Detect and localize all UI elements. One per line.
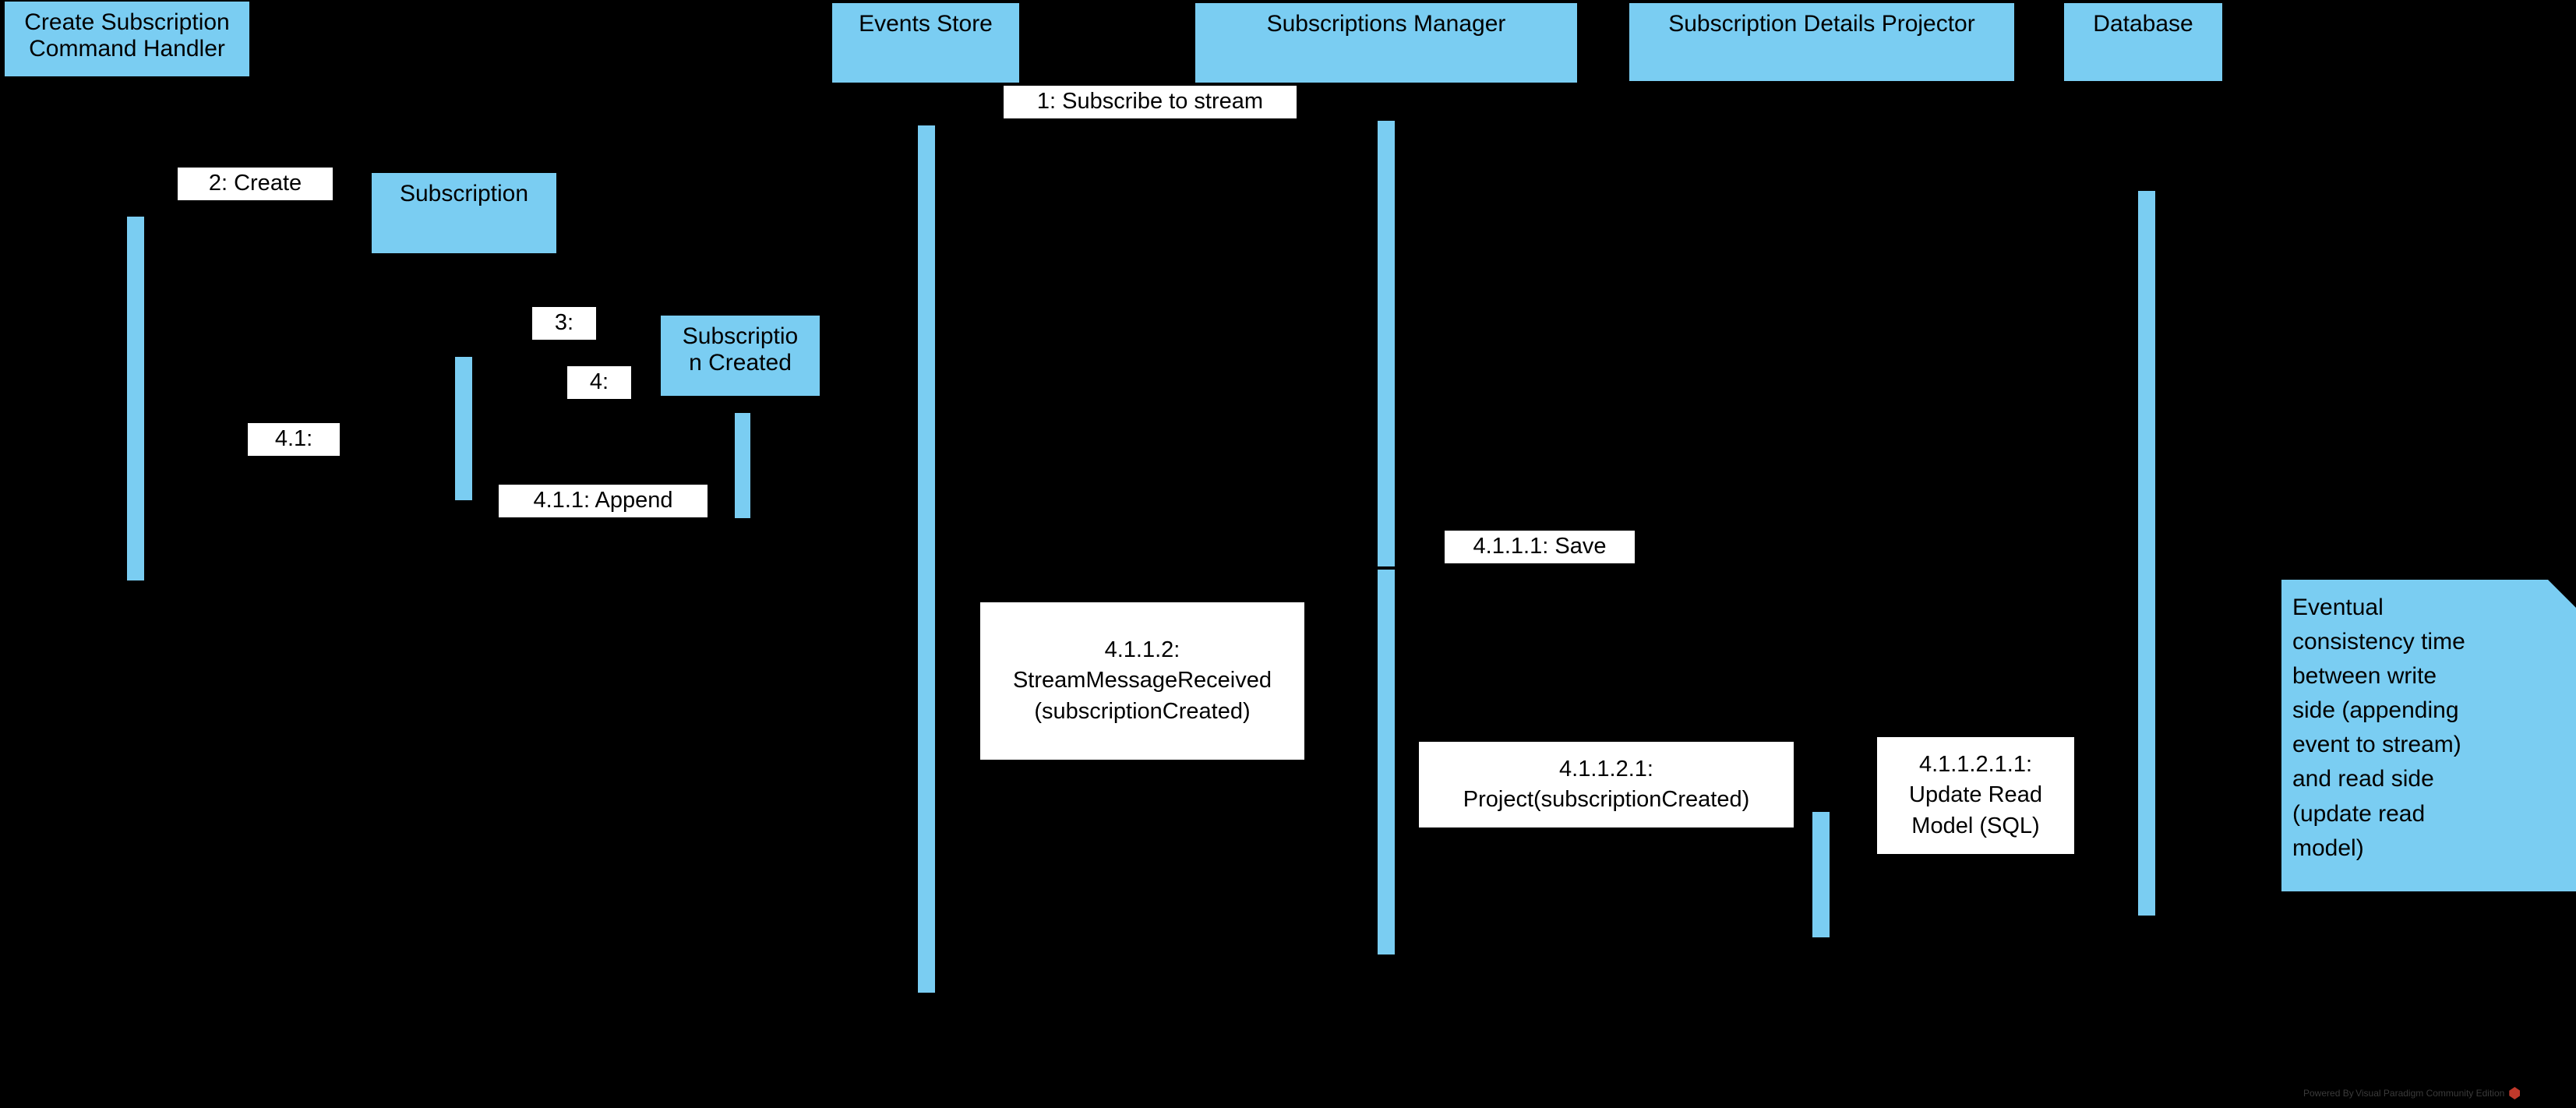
lifeline-subscription-created [735,413,750,518]
watermark: Powered By Visual Paradigm Community Edi… [2303,1087,2521,1099]
lifeline-subscriptions-manager-split [1378,566,1395,570]
message-2-create[interactable]: 2: Create [178,168,333,200]
object-subscription[interactable]: Subscription [372,173,556,253]
participant-create-subscription-command-handler[interactable]: Create Subscription Command Handler [5,2,249,76]
object-subscription-created[interactable]: Subscriptio n Created [661,316,820,396]
participant-database[interactable]: Database [2064,3,2222,81]
participant-events-store[interactable]: Events Store [832,3,1019,83]
message-4-1-1-2-1-1-update-read-model[interactable]: 4.1.1.2.1.1: Update Read Model (SQL) [1877,737,2074,854]
lifeline-database [2138,191,2155,916]
message-4-1-1-2-1-project[interactable]: 4.1.1.2.1: Project(subscriptionCreated) [1419,742,1794,827]
lifeline-events-store [918,125,935,993]
lifeline-create-subscription-command-handler [127,217,144,580]
message-1-subscribe-to-stream[interactable]: 1: Subscribe to stream [1004,86,1297,118]
note-eventual-consistency[interactable]: Eventual consistency time between write … [2281,580,2576,891]
lifeline-subscription-details-projector [1812,812,1830,937]
message-4-1-1-append[interactable]: 4.1.1: Append [499,485,708,517]
visual-paradigm-logo-icon [2509,1087,2521,1099]
message-3[interactable]: 3: [532,307,596,340]
lifeline-subscription [455,357,472,500]
lifeline-subscriptions-manager [1378,121,1395,955]
message-4[interactable]: 4: [567,366,631,399]
message-4-1[interactable]: 4.1: [248,423,340,456]
watermark-label: Powered By Visual Paradigm Community Edi… [2303,1088,2505,1099]
participant-subscription-details-projector[interactable]: Subscription Details Projector [1629,3,2014,81]
message-4-1-1-2-stream-message-received[interactable]: 4.1.1.2: StreamMessageReceived (subscrip… [980,602,1304,760]
message-4-1-1-1-save[interactable]: 4.1.1.1: Save [1445,531,1635,563]
participant-subscriptions-manager[interactable]: Subscriptions Manager [1195,3,1577,83]
